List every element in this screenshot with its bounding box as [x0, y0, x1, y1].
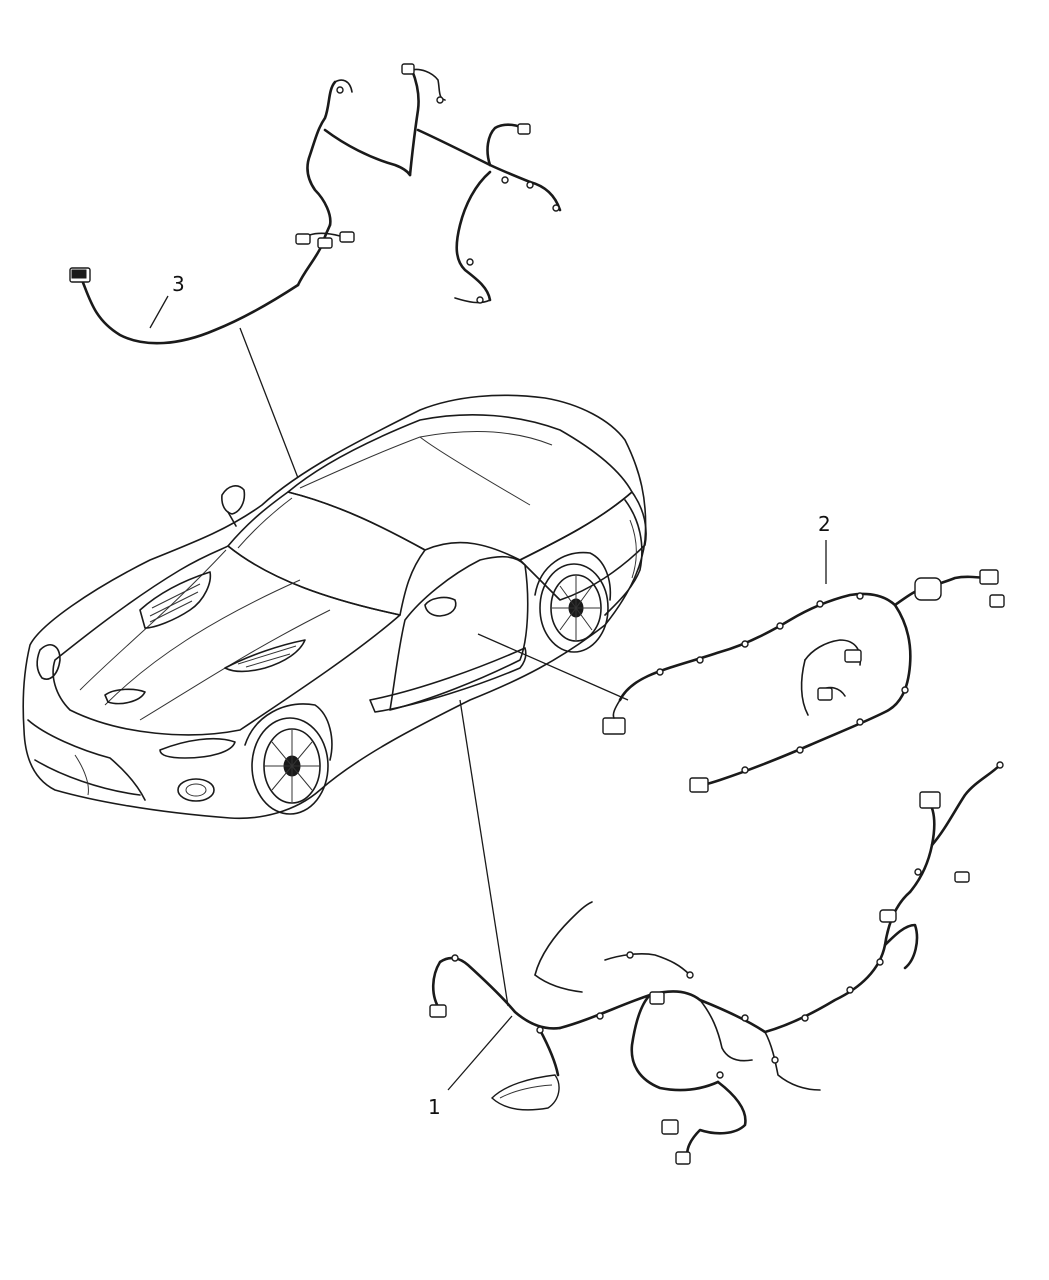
wiring-harness-2: [602, 569, 1005, 793]
callout-tick-1: [447, 1015, 513, 1091]
wiring-harness-3: [69, 63, 562, 345]
callout-labels: 3 2 1: [172, 272, 831, 1119]
leader-line-2: [477, 633, 629, 701]
callout-label-2: 2: [818, 512, 831, 536]
leader-line-1: [459, 699, 509, 1007]
callout-label-3: 3: [172, 272, 185, 296]
leader-lines: [149, 295, 827, 1091]
wiring-harness-1: [429, 761, 1004, 1165]
callout-tick-3: [149, 295, 169, 329]
car-illustration: [22, 394, 647, 820]
callout-label-1: 1: [428, 1095, 441, 1119]
leader-line-3: [239, 327, 299, 479]
